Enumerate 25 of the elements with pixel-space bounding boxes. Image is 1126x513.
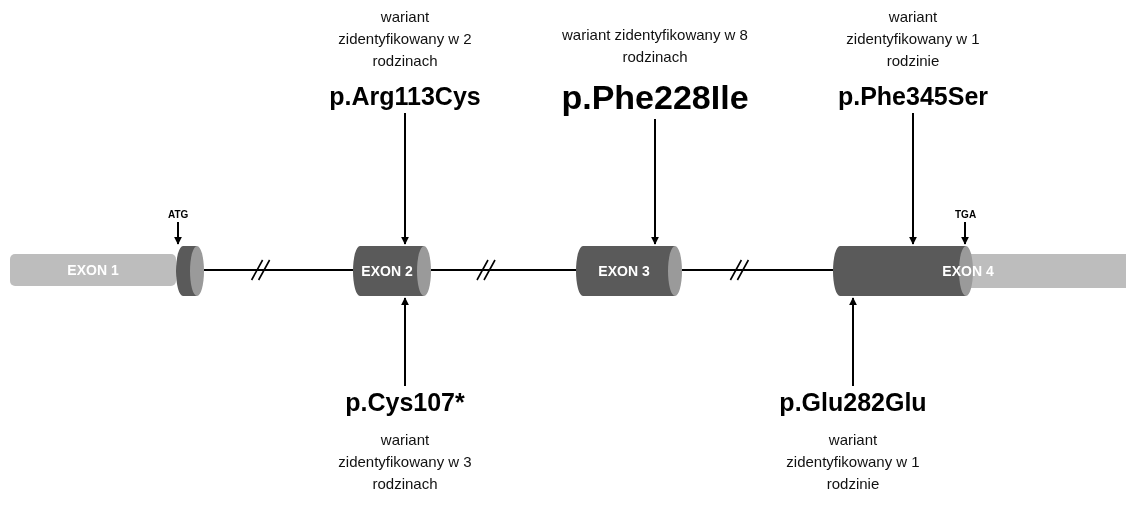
intron-line	[430, 269, 577, 271]
exon-label: EXON 3	[598, 263, 650, 279]
arrow	[849, 297, 857, 387]
variant-label: p.Cys107*	[345, 388, 465, 417]
exon-label: EXON 2	[361, 263, 413, 279]
codon-label: ATG	[168, 209, 188, 220]
arrow	[909, 112, 917, 245]
arrow	[174, 221, 182, 245]
intron-line	[681, 269, 834, 271]
intron-line	[203, 269, 354, 271]
variant-label: p.Arg113Cys	[329, 82, 481, 111]
exon-label: EXON 1	[67, 262, 119, 278]
arrow	[401, 297, 409, 387]
arrow	[401, 112, 409, 245]
note-text: wariant zidentyfikowany w 8 rodzinach	[561, 25, 749, 67]
note-text: wariant zidentyfikowany w 2 rodzinach	[337, 7, 473, 71]
variant-label: p.Phe228Ile	[561, 78, 749, 117]
arrow	[961, 221, 969, 245]
note-text: wariant zidentyfikowany w 3 rodzinach	[337, 430, 473, 494]
variant-label: p.Glu282Glu	[779, 388, 927, 417]
codon-label: TGA	[955, 209, 975, 220]
arrow	[651, 118, 659, 245]
note-text: wariant zidentyfikowany w 1 rodzinie	[785, 430, 921, 494]
note-text: wariant zidentyfikowany w 1 rodzinie	[845, 7, 981, 71]
variant-label: p.Phe345Ser	[837, 82, 989, 111]
